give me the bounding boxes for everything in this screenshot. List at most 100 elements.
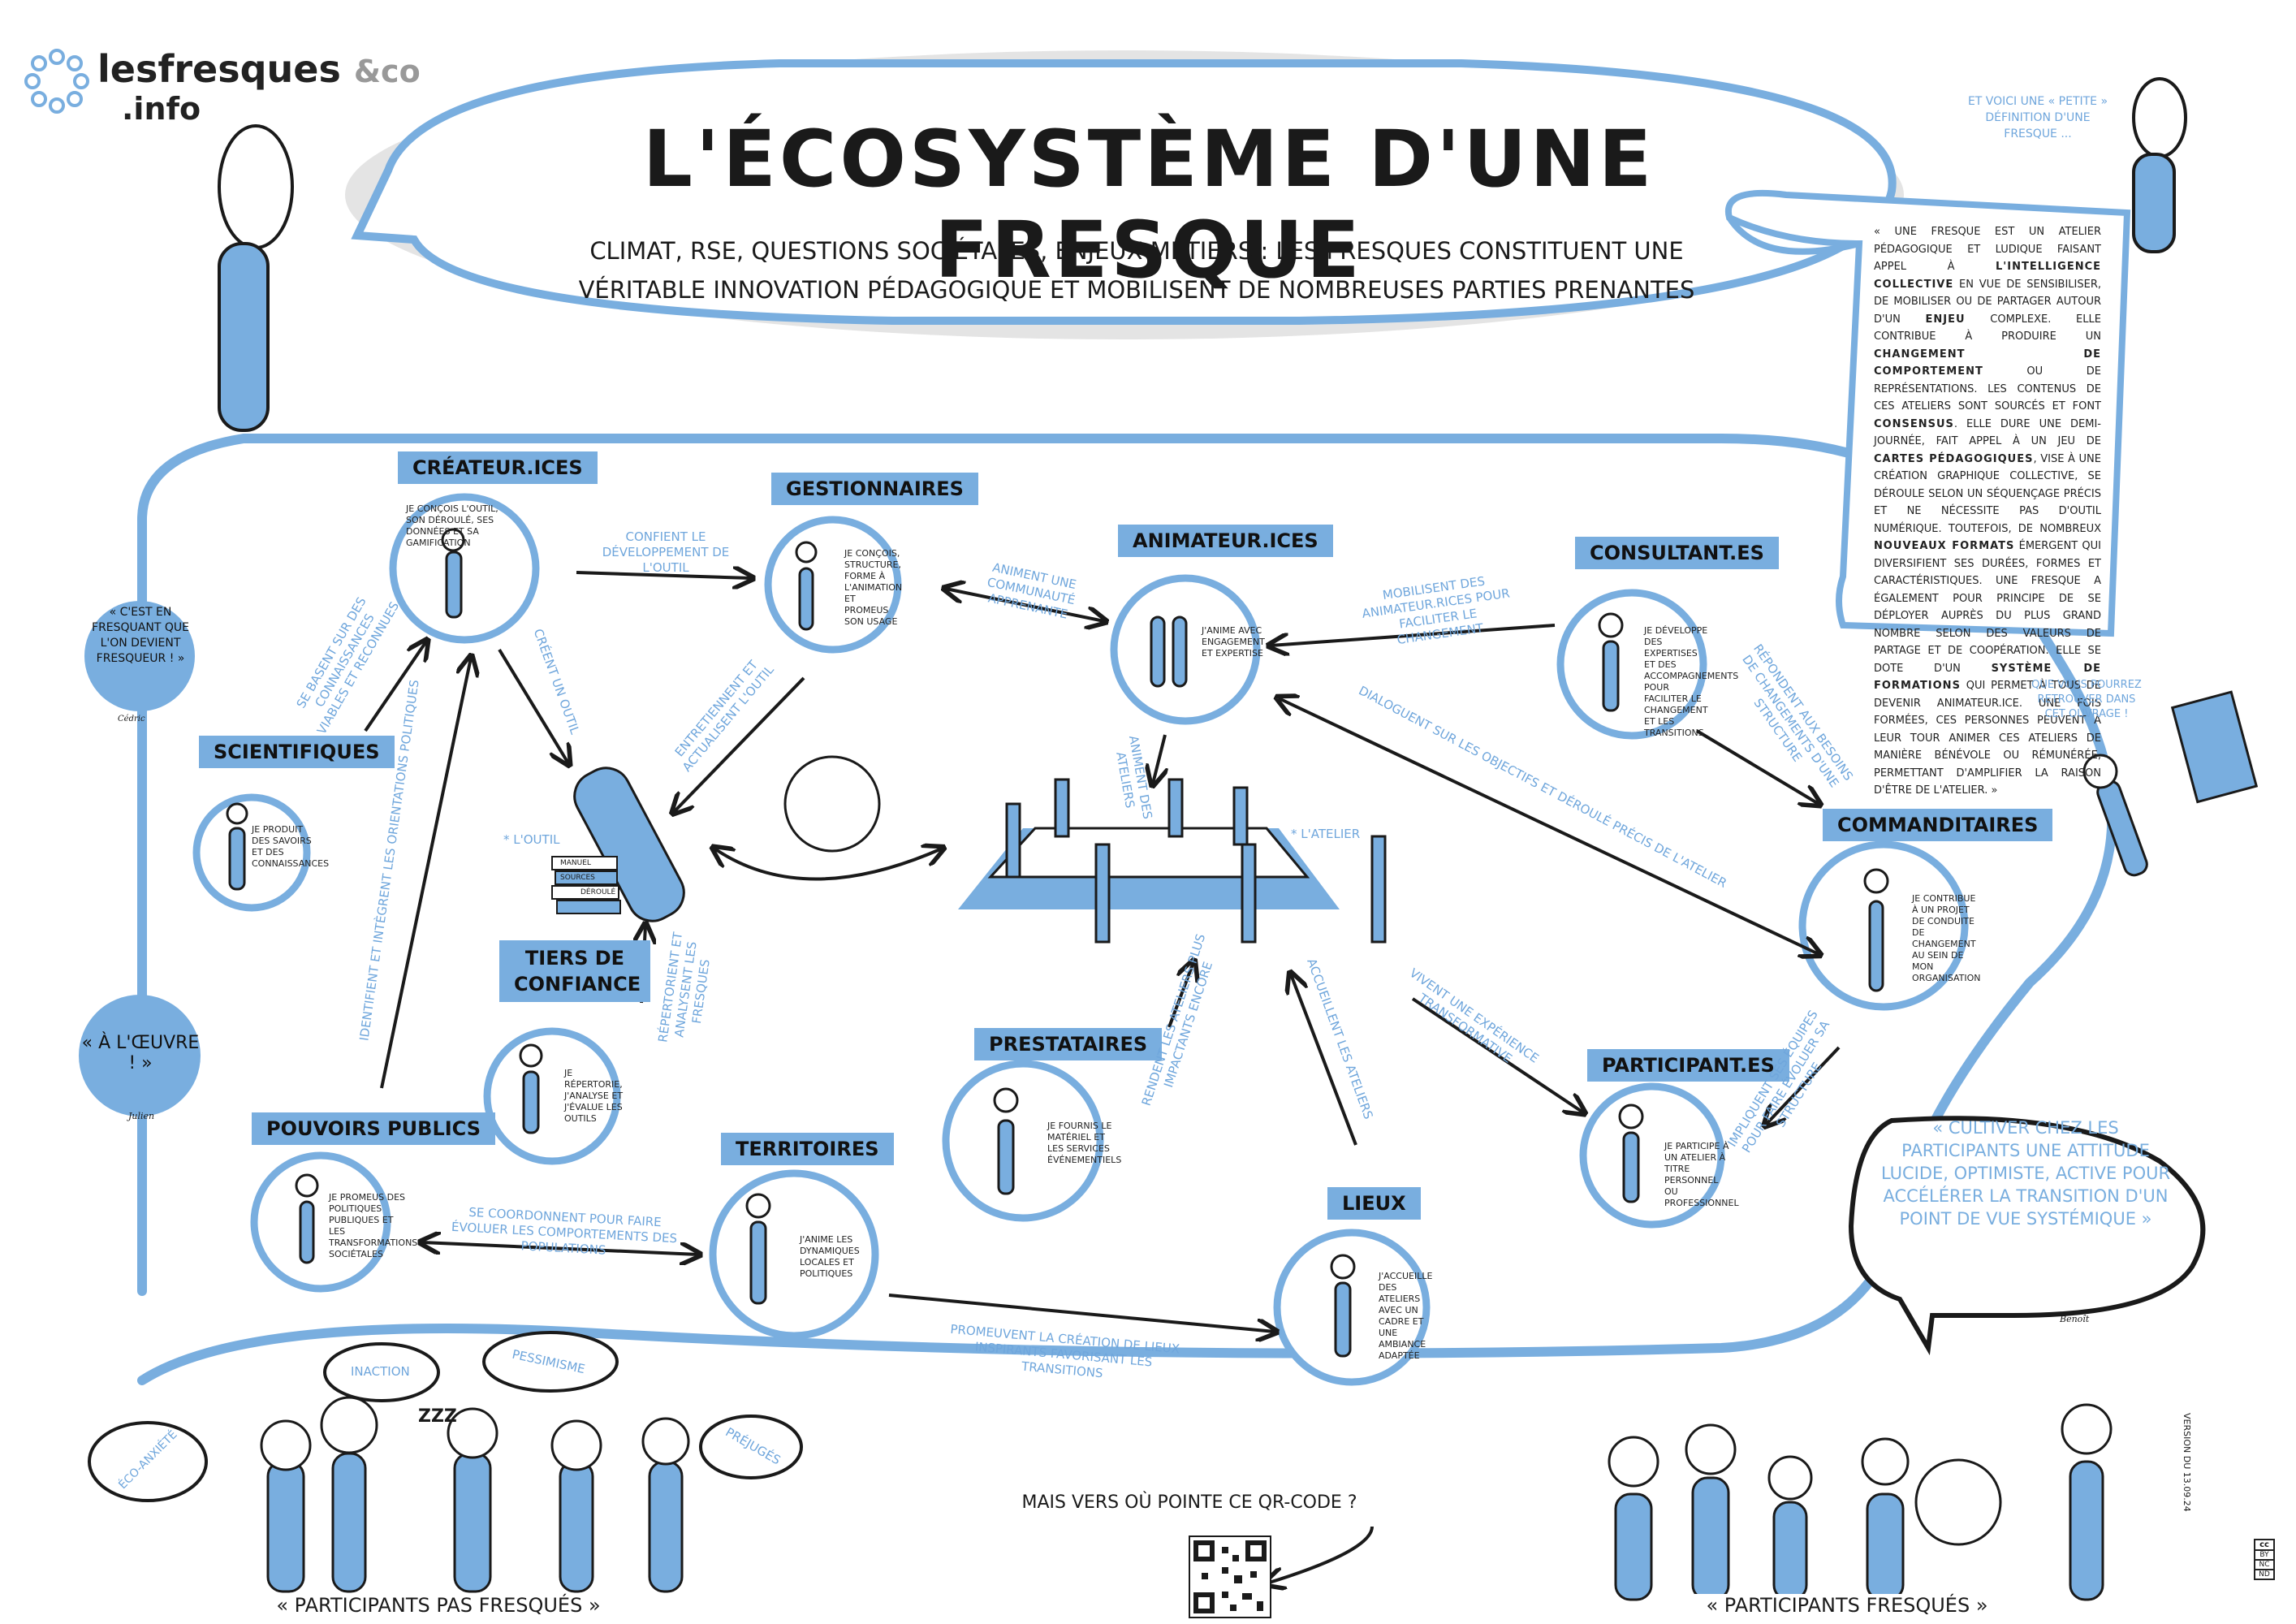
quote-benoit-signature: Benoît — [2060, 1314, 2090, 1324]
arrow-qr — [1267, 1526, 1374, 1583]
version-label: VERSION DU 13.09.24 — [2182, 1413, 2192, 1512]
subtitle-line-2: VÉRITABLE INNOVATION PÉDAGOGIQUE ET MOBI… — [578, 276, 1695, 304]
desc-participants: JE PARTICIPE À UN ATELIER À TITRE PERSON… — [1664, 1141, 1739, 1208]
label-consultants: CONSULTANT.ES — [1575, 537, 1779, 569]
arrow-animent-ateliers — [1153, 734, 1165, 784]
circle-pouvoirs — [250, 1151, 391, 1293]
quote-cedric-signature: Cédric — [118, 715, 145, 723]
definition-keyword: CHANGEMENT DE COMPORTEMENT — [1874, 348, 2101, 378]
arrow-identifient — [380, 658, 471, 1089]
circle-tiers — [483, 1027, 621, 1165]
quote-bubble-julien — [79, 995, 201, 1116]
definition-keyword: NOUVEAUX FORMATS — [1874, 540, 2015, 552]
quote-julien-signature: Julien — [128, 1111, 155, 1121]
logo-icon — [24, 49, 89, 114]
arrow-entretiennent — [674, 676, 805, 812]
unicorn-circle — [783, 755, 881, 853]
book-sources: SOURCES — [560, 874, 595, 882]
workshop-table-top — [987, 827, 1310, 879]
arrow-creent — [498, 648, 568, 763]
definition-text: « UNE FRESQUE EST UN ATELIER PÉDAGOGIQUE… — [1874, 223, 2101, 800]
definition-segment: OU DE REPRÉSENTATIONS. LES CONTENUS DE C… — [1874, 365, 2101, 412]
logo-domain: .info — [122, 91, 201, 127]
definition-segment: QUI PERMET À TOUS DE DEVENIR ANIMATEUR.I… — [1874, 680, 2101, 797]
books — [551, 856, 621, 914]
quote-benoit: « CULTIVER CHEZ LES PARTICIPANTS UNE ATT… — [1880, 1118, 2171, 1229]
label-animateurs: ANIMATEUR.ICES — [1118, 525, 1333, 557]
scroll-curl — [1726, 215, 1860, 255]
definition-segment: « UNE FRESQUE EST UN ATELIER PÉDAGOGIQUE… — [1874, 226, 2101, 273]
desc-createurs: JE CONÇOIS L'OUTIL, SON DÉROULÉ, SES DON… — [406, 503, 498, 548]
label-scientifiques: SCIENTIFIQUES — [199, 736, 395, 768]
definition-segment: ÉMERGENT QUI DIVERSIFIENT SES DURÉES, FO… — [1874, 540, 2102, 675]
intro-note: ET VOICI UNE « PETITE » DÉFINITION D'UNE… — [1967, 95, 2108, 140]
arrow-coordonnent — [422, 1242, 698, 1255]
license-by: BY — [2254, 1551, 2275, 1561]
license-badge: cc BY NC ND — [2254, 1539, 2275, 1580]
narrator-figure — [2132, 77, 2187, 253]
arrow-impliquent — [1766, 1046, 1841, 1125]
benoit-bubble — [1848, 1116, 2206, 1356]
book-cover — [2170, 690, 2259, 804]
desc-consultants: JE DÉVELOPPE DES EXPERTISES ET DES ACCOM… — [1644, 625, 1739, 738]
circle-lieux — [1273, 1229, 1431, 1386]
arrow-dialoguent — [1279, 698, 1819, 954]
logo-main: lesfresques — [97, 47, 341, 91]
workshop-people — [1005, 778, 1387, 944]
desc-animateurs: J'ANIME AVEC ENGAGEMENT ET EXPERTISE — [1202, 625, 1265, 659]
zzz-text: ZZZ — [418, 1406, 457, 1427]
stick-figures — [226, 528, 1889, 1358]
circle-createurs — [389, 493, 540, 644]
arrow-animent-communaute — [946, 589, 1104, 621]
non-fresques-crowd — [260, 1396, 690, 1593]
atelier-label: * L'ATELIER — [1291, 827, 1361, 841]
label-createurs: CRÉATEUR.ICES — [398, 451, 598, 484]
label-tiers: TIERS DE CONFIANCE — [499, 940, 650, 1002]
arrow-label-confient: CONFIENT LE DÉVELOPPEMENT DE L'OUTIL — [602, 529, 730, 575]
label-gestionnaires: GESTIONNAIRES — [771, 473, 978, 505]
arrow-promeuvent — [888, 1294, 1275, 1332]
qr-question: MAIS VERS OÙ POINTE CE QR-CODE ? — [1021, 1492, 1357, 1513]
desc-prestataires: JE FOURNIS LE MATÉRIEL ET LES SERVICES É… — [1047, 1121, 1122, 1165]
definition-keyword: CARTES PÉDAGOGIQUES — [1874, 452, 2034, 465]
definition-keyword: SYSTÈME DE FORMATIONS — [1874, 662, 2101, 693]
arrow-outil-atelier — [714, 849, 942, 881]
logo-suffix: &co — [353, 54, 421, 89]
desc-gestionnaires: JE CONÇOIS, STRUCTURE, FORME À L'ANIMATI… — [844, 548, 903, 627]
outil-label: * L'OUTIL — [503, 832, 560, 847]
license-cc: cc — [2254, 1539, 2275, 1551]
fresques-crowd — [1608, 1403, 2113, 1601]
definition-keyword: CONSENSUS — [1874, 417, 1954, 430]
book-deroule: DÉROULÉ — [580, 888, 616, 896]
definition-scroll — [1724, 189, 2131, 637]
desc-lieux: J'ACCUEILLE DES ATELIERS AVEC UN CADRE E… — [1379, 1271, 1433, 1361]
circle-scientifiques — [192, 793, 311, 912]
desc-pouvoirs: JE PROMEUS DES POLITIQUES PUBLIQUES ET L… — [329, 1192, 418, 1259]
arrow-basent — [364, 641, 426, 732]
definition-segment: EN VUE DE SENSIBILISER, DE MOBILISER OU … — [1874, 278, 2101, 326]
logo-text: lesfresques &co — [97, 47, 421, 91]
circle-participants — [1579, 1082, 1725, 1229]
arrow-mobilisent — [1271, 624, 1556, 646]
quote-bubble-cedric — [84, 601, 195, 711]
desc-scientifiques: JE PRODUIT DES SAVOIRS ET DES CONNAISSAN… — [252, 824, 330, 869]
arrow-rendent — [1167, 962, 1193, 1028]
desc-commanditaires: JE CONTRIBUE À UN PROJET DE CONDUITE DE … — [1912, 893, 1981, 983]
label-commanditaires: COMMANDITAIRES — [1823, 809, 2053, 841]
quote-julien: « À L'ŒUVRE ! » — [81, 1033, 200, 1073]
definition-keyword: ENJEU — [1925, 313, 1966, 326]
non-fresques-caption: « PARTICIPANTS PAS FRESQUÉS » — [268, 1594, 609, 1617]
circle-prestataires — [942, 1060, 1104, 1222]
quote-cedric: « C'EST EN FRESQUANT QUE L'ON DEVIENT FR… — [92, 606, 189, 665]
reader-figure — [2082, 754, 2148, 877]
label-pouvoirs: POUVOIRS PUBLICS — [252, 1112, 496, 1145]
page-title: L'ÉCOSYSTÈME D'UNE FRESQUE — [642, 114, 1655, 296]
label-participants: PARTICIPANT.ES — [1587, 1049, 1789, 1082]
fresques-caption: « PARTICIPANTS FRESQUÉS » — [1685, 1594, 2009, 1617]
label-prestataires: PRESTATAIRES — [974, 1028, 1163, 1060]
label-territoires: TERRITOIRES — [721, 1133, 894, 1165]
arrow-confient — [576, 572, 751, 578]
ouvrage-note: QUE VOUS POURREZ RETROUVER DANS CET OUVR… — [2031, 679, 2142, 720]
